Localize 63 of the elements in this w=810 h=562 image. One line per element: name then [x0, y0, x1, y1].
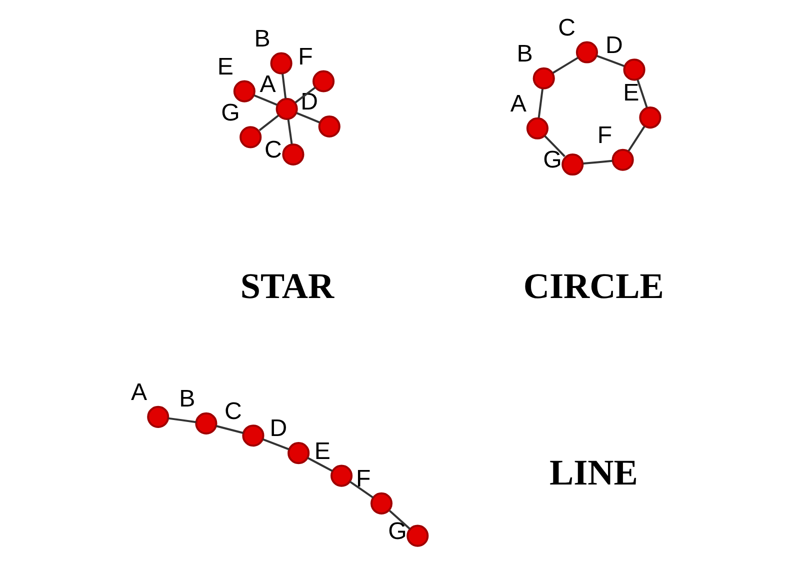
node-circle	[242, 424, 264, 447]
connector	[216, 425, 244, 434]
node-label: G	[543, 146, 562, 174]
node-label: G	[221, 99, 240, 126]
connector	[262, 438, 290, 450]
node-label: A	[131, 379, 148, 406]
connector	[628, 126, 646, 152]
node-circle	[562, 153, 584, 176]
connector	[282, 74, 287, 98]
connector	[296, 112, 320, 124]
node-circle	[318, 115, 340, 138]
label: CIRCLE	[523, 266, 664, 306]
node-circle	[233, 80, 256, 102]
label: STAR	[240, 266, 334, 306]
connector	[258, 114, 280, 132]
node-circle	[330, 464, 353, 487]
node-label: E	[217, 53, 234, 80]
connector	[294, 86, 316, 104]
connector	[538, 88, 544, 118]
node-circle	[406, 524, 429, 547]
node-label: A	[510, 90, 526, 118]
node-circle	[576, 41, 598, 64]
node-label: D	[270, 415, 288, 442]
node-circle	[532, 67, 555, 90]
node-label: E	[623, 80, 640, 107]
connector	[349, 480, 374, 498]
node-circle	[270, 52, 292, 74]
label: LINE	[550, 452, 638, 492]
node-label: F	[356, 466, 371, 493]
node-circle	[612, 148, 634, 171]
node-label: F	[298, 43, 313, 70]
connector	[388, 510, 411, 530]
node-circle	[370, 492, 393, 514]
connector	[168, 417, 196, 424]
node-circle	[526, 117, 548, 140]
node-label: E	[314, 438, 330, 465]
node-label: B	[254, 25, 270, 52]
node-circle	[623, 58, 646, 81]
node-circle	[195, 412, 218, 434]
connector	[583, 160, 612, 165]
node-circle	[147, 406, 170, 428]
connector	[254, 94, 278, 106]
node-circle	[288, 442, 310, 464]
node-label: B	[516, 40, 533, 68]
connector	[596, 55, 625, 67]
connector	[552, 56, 578, 74]
node-label: C	[264, 136, 282, 164]
node-circle	[282, 143, 304, 166]
node-label: G	[388, 518, 407, 546]
node-label: F	[597, 122, 612, 149]
node-circle	[639, 106, 662, 129]
node-label: D	[606, 32, 623, 59]
node-circle	[240, 126, 262, 148]
node-label: B	[179, 386, 196, 413]
connector	[544, 135, 566, 158]
connector	[636, 80, 648, 108]
node-circle	[312, 70, 335, 92]
connector	[307, 456, 333, 472]
connector	[287, 119, 293, 144]
node-label: C	[558, 14, 576, 42]
node-label: C	[224, 398, 242, 425]
node-label: A	[260, 71, 276, 98]
node-circle	[276, 98, 298, 120]
